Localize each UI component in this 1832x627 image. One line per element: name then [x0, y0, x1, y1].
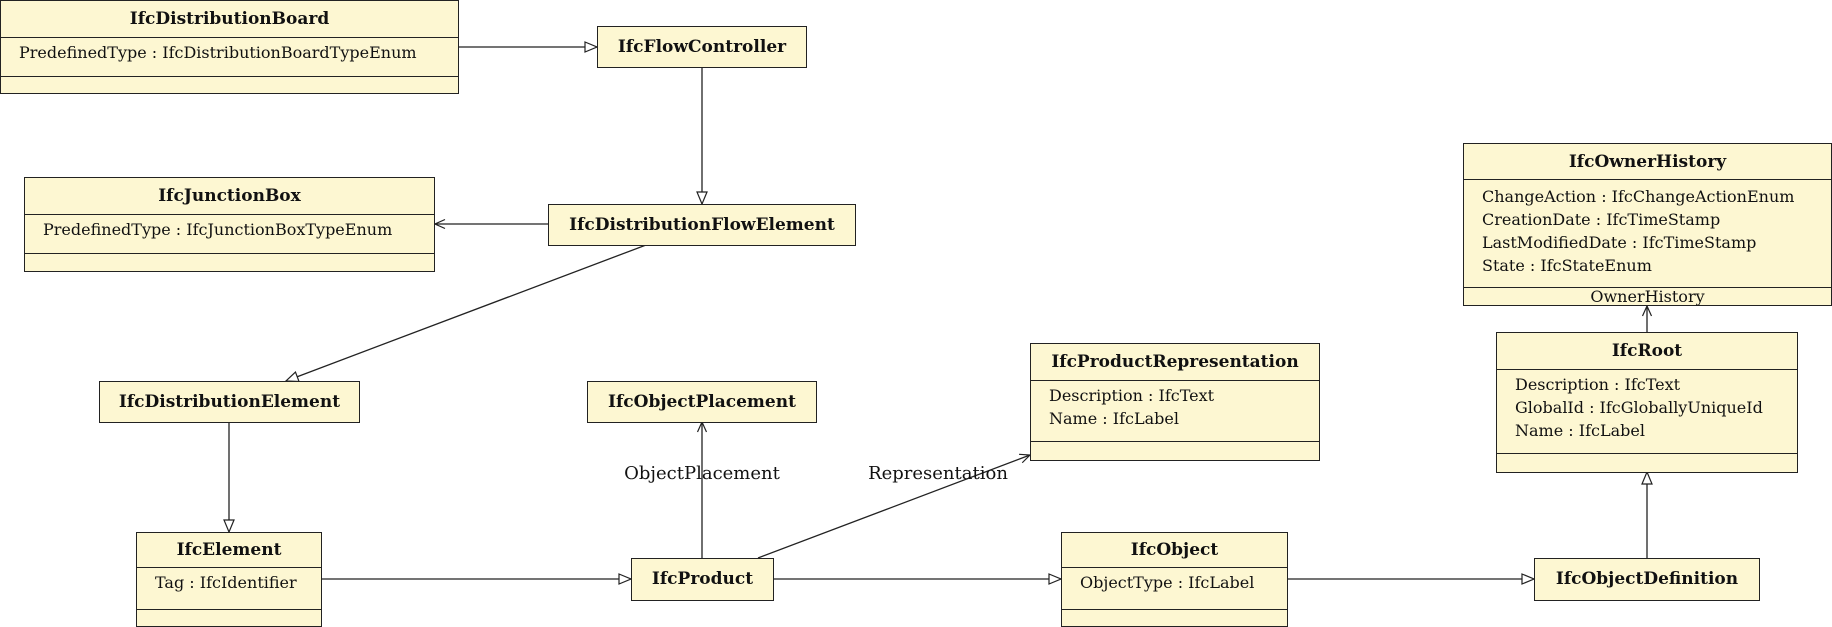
class-attributes: ObjectType : IfcLabel — [1062, 567, 1287, 609]
class-ifc-product-representation[interactable]: IfcProductRepresentation Description : I… — [1030, 343, 1320, 461]
edge-product-to-representation — [757, 455, 1030, 559]
class-name: IfcObject — [1130, 540, 1219, 560]
class-operations — [1062, 609, 1287, 626]
attribute: GlobalId : IfcGloballyUniqueId — [1515, 398, 1763, 417]
label-object-placement: ObjectPlacement — [624, 463, 780, 484]
class-name: IfcObjectDefinition — [1555, 569, 1739, 589]
label-representation: Representation — [868, 463, 1008, 484]
class-attributes: PredefinedType : IfcJunctionBoxTypeEnum — [25, 214, 434, 253]
edge-flowelement-to-distelement — [286, 244, 647, 381]
ops-label-owner-history: OwnerHistory — [1590, 287, 1705, 306]
class-ifc-root[interactable]: IfcRoot Description : IfcText GlobalId :… — [1496, 332, 1798, 473]
class-operations — [25, 253, 434, 271]
attribute: Name : IfcLabel — [1515, 421, 1645, 440]
class-name: IfcFlowController — [617, 36, 787, 57]
class-attributes: Tag : IfcIdentifier — [137, 567, 321, 609]
class-name: IfcOwnerHistory — [1568, 151, 1727, 172]
class-name: IfcDistributionBoard — [129, 9, 330, 29]
class-name: IfcElement — [176, 540, 282, 560]
class-name: IfcProductRepresentation — [1051, 352, 1299, 372]
class-ifc-object-placement[interactable]: IfcObjectPlacement — [587, 381, 817, 423]
class-operations — [1031, 441, 1319, 460]
class-operations — [137, 609, 321, 626]
attribute: Description : IfcText — [1049, 386, 1215, 405]
class-name: IfcObjectPlacement — [608, 391, 796, 412]
class-attributes: ChangeAction : IfcChangeActionEnum Creat… — [1464, 179, 1831, 287]
attribute: CreationDate : IfcTimeStamp — [1482, 210, 1721, 229]
class-ifc-object-definition[interactable]: IfcObjectDefinition — [1534, 558, 1760, 601]
attribute: Description : IfcText — [1515, 375, 1681, 394]
attribute: ChangeAction : IfcChangeActionEnum — [1482, 187, 1795, 206]
attribute: ObjectType : IfcLabel — [1080, 573, 1255, 592]
class-name: IfcRoot — [1611, 341, 1683, 361]
class-ifc-flow-controller[interactable]: IfcFlowController — [597, 26, 807, 68]
attribute: Tag : IfcIdentifier — [155, 573, 297, 592]
class-ifc-element[interactable]: IfcElement Tag : IfcIdentifier — [136, 532, 322, 627]
class-attributes: Description : IfcText Name : IfcLabel — [1031, 380, 1319, 441]
class-operations — [1, 76, 458, 94]
attribute: Name : IfcLabel — [1049, 409, 1179, 428]
attribute: State : IfcStateEnum — [1482, 256, 1652, 275]
class-ifc-distribution-board[interactable]: IfcDistributionBoard PredefinedType : If… — [0, 0, 459, 94]
class-name: IfcDistributionElement — [118, 391, 341, 412]
attribute: LastModifiedDate : IfcTimeStamp — [1482, 233, 1757, 252]
class-name: IfcProduct — [651, 569, 754, 589]
class-operations: OwnerHistory — [1464, 287, 1831, 305]
class-ifc-junction-box[interactable]: IfcJunctionBox PredefinedType : IfcJunct… — [24, 177, 435, 272]
class-name: IfcJunctionBox — [158, 186, 301, 206]
class-attributes: PredefinedType : IfcDistributionBoardTyp… — [1, 37, 458, 76]
class-ifc-object[interactable]: IfcObject ObjectType : IfcLabel — [1061, 532, 1288, 627]
class-ifc-distribution-element[interactable]: IfcDistributionElement — [99, 381, 360, 423]
attribute: PredefinedType : IfcJunctionBoxTypeEnum — [43, 220, 393, 239]
attribute: PredefinedType : IfcDistributionBoardTyp… — [19, 43, 417, 62]
class-ifc-product[interactable]: IfcProduct — [631, 558, 774, 601]
class-attributes: Description : IfcText GlobalId : IfcGlob… — [1497, 369, 1797, 453]
class-ifc-owner-history[interactable]: IfcOwnerHistory ChangeAction : IfcChange… — [1463, 143, 1832, 306]
class-ifc-distribution-flow-element[interactable]: IfcDistributionFlowElement — [548, 204, 856, 246]
class-name: IfcDistributionFlowElement — [569, 214, 835, 235]
class-operations — [1497, 453, 1797, 472]
